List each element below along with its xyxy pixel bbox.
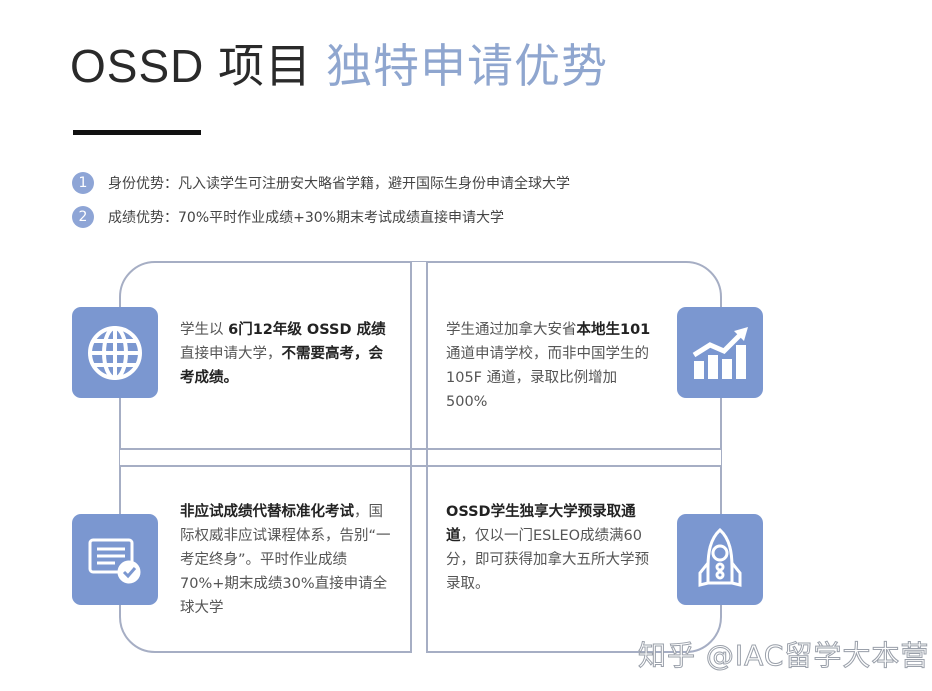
feature-cell-non-exam: 非应试成绩代替标准化考试，国际权威非应试课程体系，告别“一考定终身”。平时作业成…	[180, 500, 395, 620]
number-badge: 2	[72, 206, 94, 228]
text: ，国际权威非应试课程体系，告别“一考定终身”。平时作业成绩70%+期末成绩30%…	[180, 504, 391, 616]
advantage-text: 成绩优势：70%平时作业成绩+30%期末考试成绩直接申请大学	[108, 210, 504, 226]
text: 通道申请学校，而非中国学生的 105F 通道，录取比例增加500%	[446, 346, 649, 410]
globe-icon	[88, 325, 142, 380]
chart-icon-box	[677, 307, 763, 398]
text: 直接申请大学，	[180, 346, 282, 362]
title-prefix: OSSD 项目	[70, 40, 313, 92]
divider	[120, 448, 721, 450]
divider	[426, 262, 428, 653]
text-bold: OSSD学生独享大学预录取通道	[446, 504, 636, 544]
text-bold: 非应试成绩代替标准化考试	[180, 504, 354, 520]
text: 学生以	[180, 322, 229, 338]
number-badge: 1	[72, 172, 94, 194]
page-title: OSSD 项目 独特申请优势	[70, 30, 608, 96]
rocket-icon	[698, 527, 742, 587]
certificate-check-icon	[88, 538, 141, 583]
globe-icon-box	[72, 307, 158, 398]
feature-cell-local-channel: 学生通过加拿大安省本地生101 通道申请学校，而非中国学生的 105F 通道，录…	[446, 318, 658, 414]
text-bold: 6门12年级 OSSD 成绩	[228, 322, 386, 338]
certificate-icon-box	[72, 514, 158, 605]
divider	[410, 262, 412, 653]
advantage-text: 身份优势：凡入读学生可注册安大略省学籍，避开国际生身份申请全球大学	[108, 176, 570, 192]
feature-cell-pre-admission: OSSD学生独享大学预录取通道，仅以一门ESLEO成绩满60分，即可获得加拿大五…	[446, 500, 658, 596]
rocket-icon-box	[677, 514, 763, 605]
grid-gap-horizontal	[120, 450, 721, 466]
text-bold: 不需要高考，会考成绩。	[180, 346, 383, 386]
growth-chart-icon	[692, 326, 748, 379]
divider	[120, 465, 721, 467]
advantage-item: 1 身份优势：凡入读学生可注册安大略省学籍，避开国际生身份申请全球大学	[72, 172, 570, 194]
title-underline	[73, 130, 201, 135]
text: ，仅以一门ESLEO成绩满60分，即可获得加拿大五所大学预录取。	[446, 528, 649, 592]
feature-cell-direct-apply: 学生以 6门12年级 OSSD 成绩直接申请大学，不需要高考，会考成绩。	[180, 318, 395, 390]
watermark: 知乎 @IAC留学大本营	[637, 639, 930, 673]
title-accent: 独特申请优势	[325, 40, 608, 92]
text-bold: 本地生101	[576, 322, 651, 338]
advantage-item: 2 成绩优势：70%平时作业成绩+30%期末考试成绩直接申请大学	[72, 206, 504, 228]
text: 学生通过加拿大安省	[446, 322, 577, 338]
